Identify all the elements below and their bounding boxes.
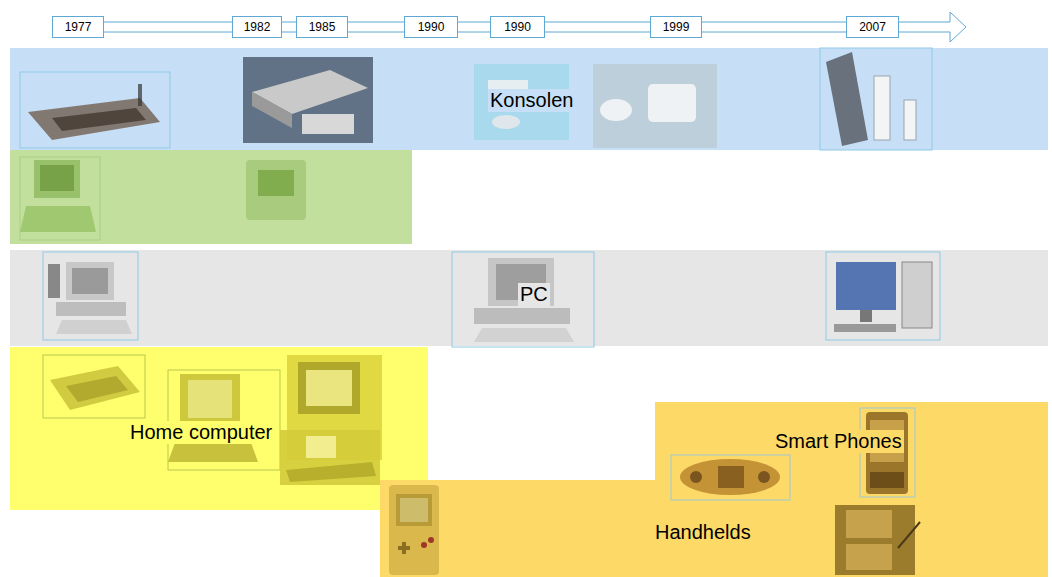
year-label: 1985 xyxy=(309,20,336,34)
timeline-line xyxy=(458,32,490,33)
timeline-line xyxy=(282,22,296,23)
apple-pictures xyxy=(20,157,306,240)
handheld-pictures xyxy=(389,408,920,575)
pc-band: PC xyxy=(10,250,1048,346)
timeline-line xyxy=(702,32,846,33)
timeline-segment xyxy=(282,22,296,32)
console-pictures xyxy=(20,48,932,150)
year-label: 1982 xyxy=(244,20,271,34)
band-fill xyxy=(380,402,1048,577)
year-label: 2007 xyxy=(859,20,886,34)
timeline-line xyxy=(702,22,846,23)
year-label: 1977 xyxy=(65,20,92,34)
category-label: Konsolen xyxy=(488,89,575,112)
timeline-line xyxy=(282,32,296,33)
timeline-line xyxy=(348,32,404,33)
timeline-segment xyxy=(104,22,232,32)
home-computer-pictures xyxy=(43,355,382,485)
category-label: PC xyxy=(518,283,550,306)
timeline-line xyxy=(104,22,232,23)
year-box: 2007 xyxy=(846,16,899,38)
pc-pictures xyxy=(43,252,940,347)
timeline-line xyxy=(545,32,650,33)
year-box: 1990 xyxy=(404,16,458,38)
console-band: Konsolen xyxy=(10,48,1048,150)
year-label: 1999 xyxy=(663,20,690,34)
timeline-line xyxy=(458,22,490,23)
year-box: 1990 xyxy=(490,16,545,38)
band-outline xyxy=(380,402,1048,577)
home-computer-band: Home computer xyxy=(10,347,428,510)
timeline-segment xyxy=(702,22,846,32)
timeline-arrow-tip xyxy=(899,12,966,42)
category-label: Smart Phones xyxy=(773,430,904,453)
year-label: 1990 xyxy=(504,20,531,34)
handheld-band: Smart PhonesHandhelds xyxy=(380,402,1048,577)
timeline-line xyxy=(545,22,650,23)
year-label: 1990 xyxy=(418,20,445,34)
apple-band xyxy=(10,150,412,244)
year-box: 1985 xyxy=(296,16,348,38)
year-box: 1999 xyxy=(650,16,702,38)
timeline-line xyxy=(104,32,232,33)
year-box: 1982 xyxy=(232,16,282,38)
category-label: Home computer xyxy=(128,421,274,444)
year-box: 1977 xyxy=(52,16,104,38)
timeline-segment xyxy=(545,22,650,32)
timeline-line xyxy=(348,22,404,23)
timeline-segment xyxy=(348,22,404,32)
category-label: Handhelds xyxy=(653,521,753,544)
timeline-segment xyxy=(458,22,490,32)
